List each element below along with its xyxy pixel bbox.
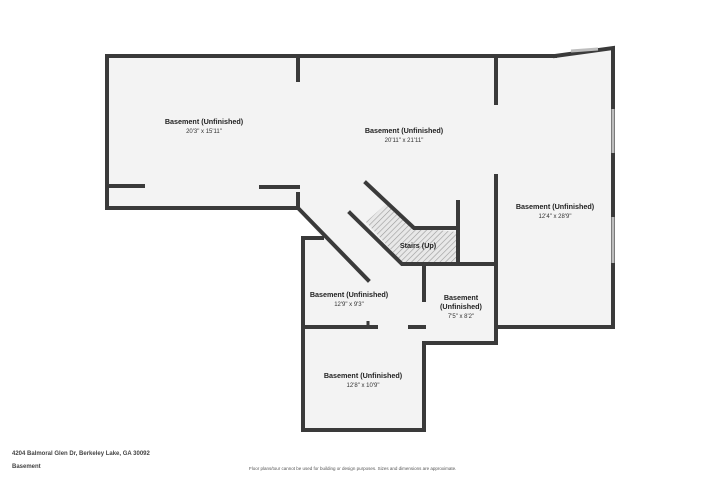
- property-address: 4204 Balmoral Glen Dr, Berkeley Lake, GA…: [12, 451, 150, 457]
- svg-text:Basement (Unfinished): Basement (Unfinished): [365, 126, 444, 135]
- walls: [105, 45, 615, 432]
- room-label-3: Basement (Unfinished) 12'4" x 28'9": [516, 202, 595, 220]
- svg-text:Basement (Unfinished): Basement (Unfinished): [310, 290, 389, 299]
- room-label-2: Basement (Unfinished) 20'11" x 21'11": [365, 126, 444, 144]
- room-label-7: Basement (Unfinished) 12'8" x 10'9": [324, 371, 403, 389]
- svg-text:12'8" x 10'9": 12'8" x 10'9": [347, 383, 380, 389]
- stairs-hatch: [366, 202, 458, 262]
- svg-text:Stairs (Up): Stairs (Up): [400, 241, 437, 250]
- floor-label: Basement: [12, 464, 41, 470]
- svg-text:12'9" x 9'3": 12'9" x 9'3": [334, 302, 364, 308]
- svg-text:20'3" x 15'11": 20'3" x 15'11": [186, 129, 222, 135]
- svg-text:Basement: Basement: [444, 293, 479, 302]
- svg-text:20'11" x 21'11": 20'11" x 21'11": [385, 138, 424, 144]
- svg-text:(Unfinished): (Unfinished): [440, 302, 483, 311]
- floor-area: [107, 50, 613, 430]
- svg-text:Basement (Unfinished): Basement (Unfinished): [516, 202, 595, 211]
- windows: [570, 47, 615, 263]
- room-label-5: Basement (Unfinished) 12'9" x 9'3": [310, 290, 389, 308]
- stairs-label: Stairs (Up): [400, 241, 437, 250]
- svg-text:Basement (Unfinished): Basement (Unfinished): [165, 117, 244, 126]
- svg-text:7'5" x 8'2": 7'5" x 8'2": [448, 314, 474, 320]
- disclaimer: Floor plans/tour cannot be used for buil…: [249, 466, 457, 471]
- room-label-6: Basement (Unfinished) 7'5" x 8'2": [440, 293, 483, 320]
- svg-text:Basement (Unfinished): Basement (Unfinished): [324, 371, 403, 380]
- room-label-1: Basement (Unfinished) 20'3" x 15'11": [165, 117, 244, 135]
- svg-text:12'4" x 28'9": 12'4" x 28'9": [539, 214, 572, 220]
